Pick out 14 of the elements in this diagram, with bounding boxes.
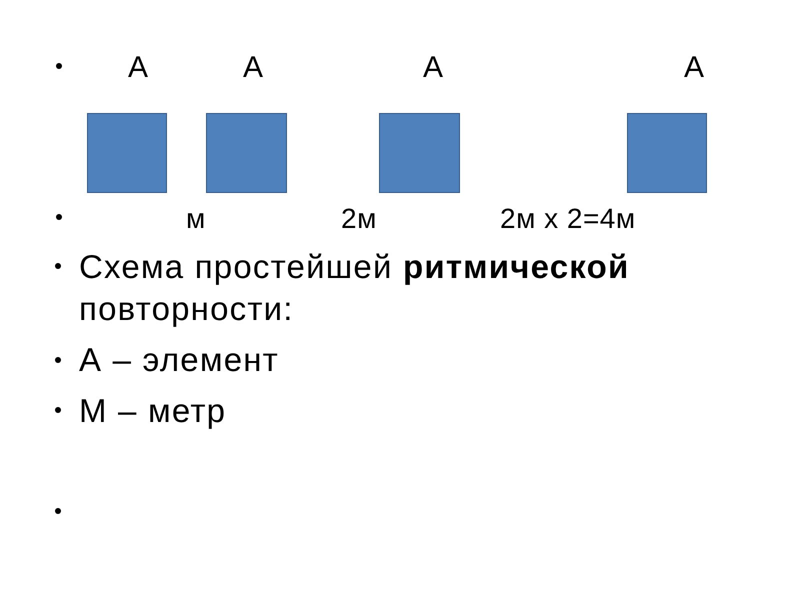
element-square (627, 113, 707, 193)
element-square (379, 113, 460, 193)
definition-text: М – метр (79, 391, 226, 431)
measure-label: 2м х 2=4м (500, 205, 636, 233)
description-text: Схема простейшей ритмической повторности: (79, 247, 630, 329)
element-square (87, 113, 167, 193)
measure-label: м (186, 205, 206, 233)
measure-label: 2м (341, 205, 377, 233)
definition-text: А – элемент (79, 340, 280, 380)
element-square (206, 113, 287, 193)
element-letter: А (128, 53, 148, 83)
element-letter: А (422, 53, 443, 83)
element-letter: А (684, 53, 704, 83)
element-letter: А (242, 53, 263, 83)
